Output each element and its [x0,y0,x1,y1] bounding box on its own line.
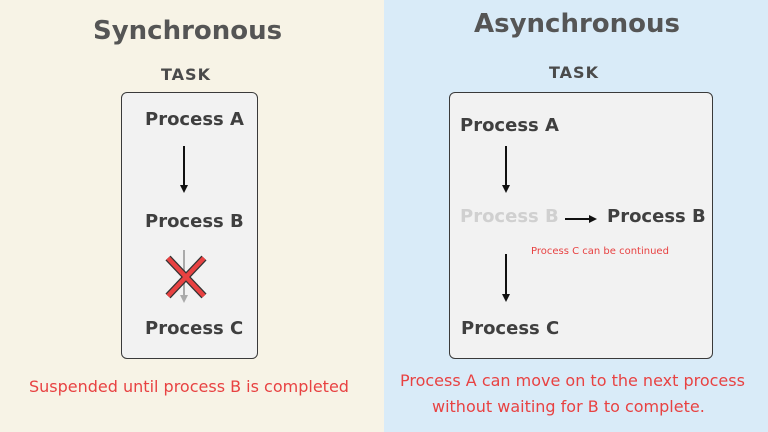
sync-note: Suspended until process B is completed [29,377,349,396]
sync-task-label: TASK [161,65,211,84]
async-note-line2: without waiting for B to complete. [432,397,705,416]
async-process-c: Process C [461,318,560,339]
sync-process-c: Process C [145,318,244,339]
async-process-a: Process A [460,115,559,136]
async-process-b: Process B [607,206,706,227]
sync-process-a: Process A [145,109,244,130]
blocked-cross-icon [165,255,207,299]
async-continued-note: Process C can be continued [531,246,669,257]
async-task-box [449,92,713,359]
async-note-line1: Process A can move on to the next proces… [400,371,745,390]
async-process-b-faded: Process B [460,206,559,227]
sync-task-box [121,92,258,359]
sync-process-b: Process B [145,211,244,232]
async-task-label: TASK [549,63,599,82]
sync-title: Synchronous [93,16,283,46]
async-title: Asynchronous [474,9,681,39]
